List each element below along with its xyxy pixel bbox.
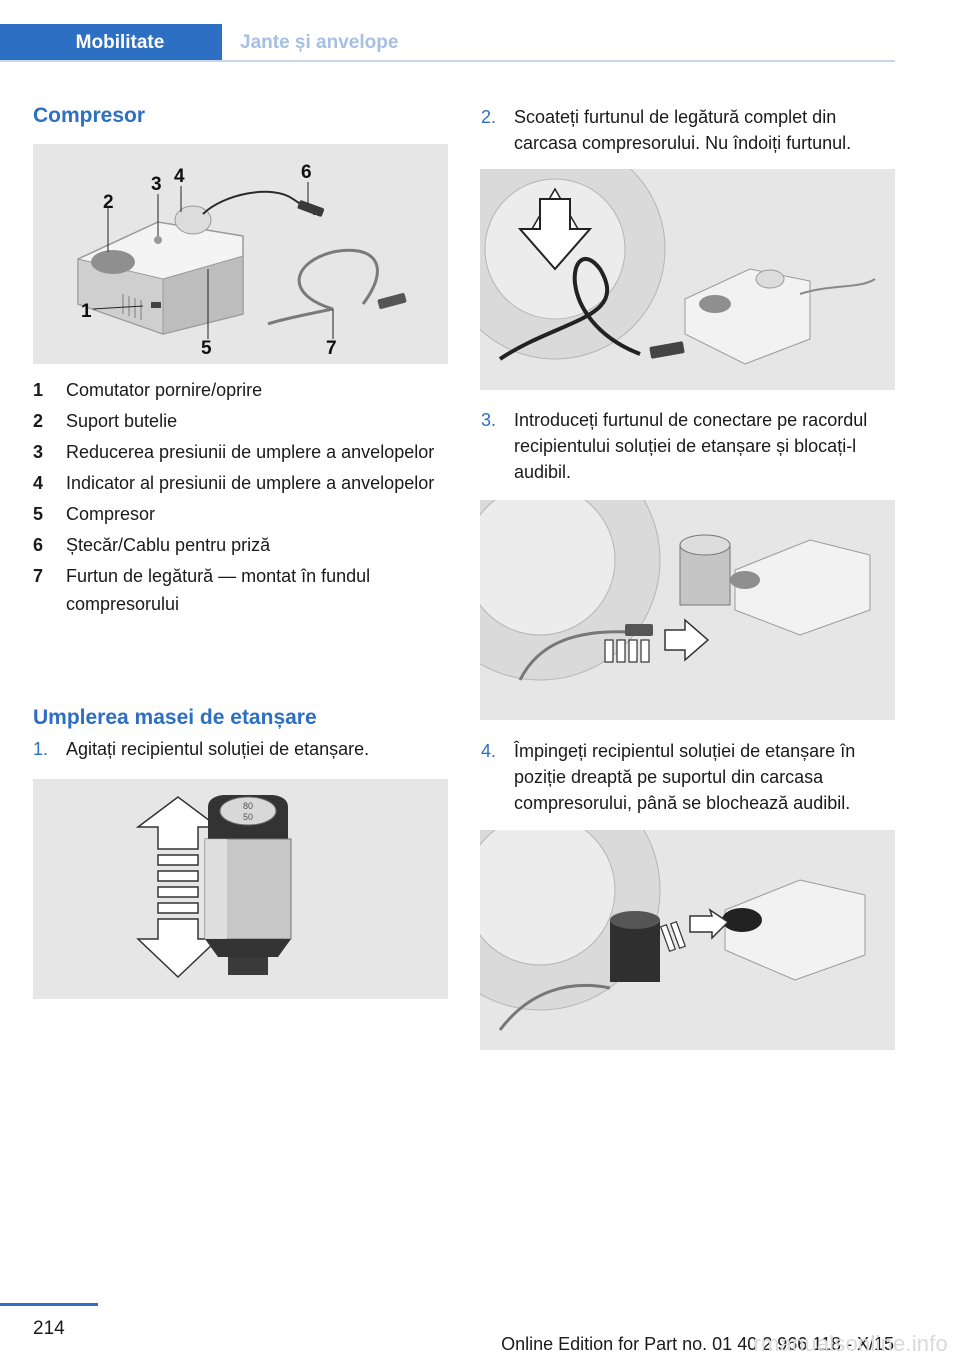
legend-text: Furtun de legătură — montat în fundul co… [66, 566, 371, 614]
legend-text: Ștecăr/Cablu pentru priză [66, 535, 271, 555]
step-1: 1. Agitați recipientul soluției de etanș… [33, 736, 448, 762]
step-2: 2. Scoateți furtunul de legătură complet… [481, 104, 895, 156]
tab-mobilitate[interactable]: Mobilitate [0, 24, 222, 62]
legend-number: 3 [33, 442, 44, 462]
callout-3: 3 [151, 174, 162, 195]
compressor-illustration: 1 2 3 4 5 6 7 [77, 162, 407, 359]
legend-text: Suport butelie [66, 411, 178, 431]
legend-text: Indicator al presiunii de umplere a anve… [66, 473, 435, 493]
step-text: Agitați recipientul soluției de etanșare… [66, 739, 370, 759]
hose-connect-figure [480, 500, 895, 720]
legend-text: Reducerea presiunii de umplere a anvelo­… [66, 442, 435, 462]
callout-5: 5 [201, 338, 212, 359]
legend-number: 4 [33, 473, 44, 493]
callout-6: 6 [301, 162, 312, 183]
callout-1: 1 [81, 301, 92, 322]
legend-text: Compresor [66, 504, 156, 524]
header-rule [0, 60, 895, 62]
section-title-compresor: Compresor [33, 104, 146, 127]
step-text: Introduceți furtunul de conectare pe rac… [514, 410, 868, 482]
watermark-text: rmanualsonline.info [753, 1331, 948, 1356]
step-text: Împingeți recipientul soluției de etanșa… [514, 741, 856, 813]
tab-jante-si-anvelope[interactable]: Jante și anvelope [240, 32, 399, 53]
legend-number: 7 [33, 566, 44, 586]
legend-number: 5 [33, 504, 44, 524]
legend-item: 2 Suport butelie [33, 407, 448, 435]
step-number: 1. [33, 739, 49, 759]
component-legend: 1 Comutator pornire/oprire 2 Suport bute… [33, 376, 448, 621]
hose-removal-illustration [480, 169, 876, 365]
step-number: 4. [481, 741, 497, 761]
legend-item: 1 Comutator pornire/oprire [33, 376, 448, 404]
callout-2: 2 [103, 192, 114, 213]
shake-bottle-figure: 80 50 [33, 779, 448, 999]
callout-4: 4 [174, 166, 185, 187]
legend-item: 4 Indicator al presiunii de umplere a an… [33, 469, 448, 497]
legend-item: 7 Furtun de legătură — montat în fundul … [33, 562, 448, 618]
edition-text: Online Edition for Part no. 01 40 2 966 … [501, 1334, 894, 1354]
hose-connect-illustration [480, 500, 871, 681]
bottle-insert-illustration [480, 830, 866, 1031]
compressor-figure: 1 2 3 4 5 6 7 [33, 144, 448, 364]
bottle-label-bottom: 50 [243, 812, 253, 822]
legend-number: 6 [33, 535, 44, 555]
callout-7: 7 [326, 338, 337, 359]
step-number: 2. [481, 107, 497, 127]
legend-text: Comutator pornire/oprire [66, 380, 263, 400]
shake-bottle-illustration: 80 50 [135, 795, 292, 979]
step-number: 3. [481, 410, 497, 430]
step-text: Scoateți furtunul de legătură complet di… [514, 107, 852, 153]
step-4: 4. Împingeți recipientul soluției de eta… [481, 738, 895, 816]
legend-item: 5 Compresor [33, 500, 448, 528]
bottle-label-top: 80 [243, 801, 253, 811]
section-title-umplerea: Umplerea masei de etanșare [33, 706, 317, 729]
legend-item: 3 Reducerea presiunii de umplere a anvel… [33, 438, 448, 466]
legend-item: 6 Ștecăr/Cablu pentru priză [33, 531, 448, 559]
legend-number: 1 [33, 380, 44, 400]
footer-rule [0, 1303, 98, 1306]
page-number: 214 [33, 1318, 65, 1339]
header-bar: Mobilitate Jante și anvelope [0, 24, 895, 62]
bottle-insert-figure [480, 830, 895, 1050]
hose-removal-figure [480, 169, 895, 390]
legend-number: 2 [33, 411, 44, 431]
step-3: 3. Introduceți furtunul de conectare pe … [481, 407, 895, 485]
